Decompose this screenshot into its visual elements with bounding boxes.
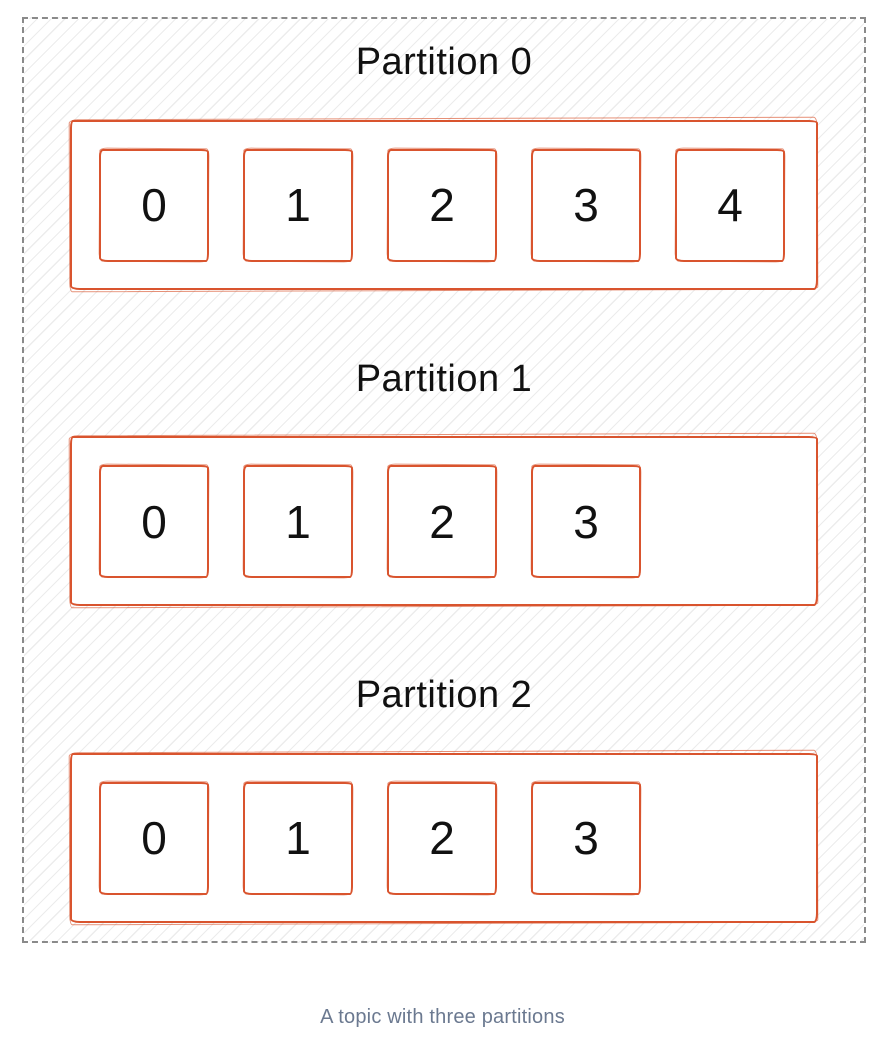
message-offset: 2 (429, 179, 455, 231)
partition-section: Partition 0 0 1 2 3 4 (70, 39, 818, 290)
message-box: 3 (531, 148, 641, 262)
message-offset: 0 (141, 812, 167, 864)
message-offset: 1 (285, 495, 311, 548)
message-offset: 4 (717, 179, 743, 231)
message-offset: 1 (285, 812, 311, 864)
partition-box: 0 1 2 3 4 (70, 119, 818, 290)
message-box: 0 (99, 781, 209, 895)
message-offset: 3 (573, 812, 599, 864)
partition-box: 0 1 2 3 (70, 752, 818, 923)
partition-title: Partition 2 (355, 674, 533, 716)
message-offset: 1 (285, 179, 311, 231)
message-offset: 2 (429, 812, 455, 864)
message-box: 1 (243, 465, 353, 578)
message-box: 2 (387, 148, 497, 262)
message-offset: 0 (141, 495, 167, 548)
message-box: 4 (675, 148, 785, 262)
message-box: 1 (243, 148, 353, 262)
message-offset: 2 (429, 495, 455, 548)
message-box: 2 (387, 781, 497, 895)
message-box: 3 (531, 465, 641, 578)
message-offset: 3 (573, 495, 599, 548)
diagram-caption: A topic with three partitions (320, 1006, 565, 1028)
message-box: 0 (99, 148, 209, 262)
partition-title: Partition 1 (355, 357, 533, 400)
message-box: 3 (531, 781, 641, 895)
partition-section: Partition 2 0 1 2 3 (70, 672, 818, 923)
message-offset: 3 (573, 179, 599, 231)
message-box: 0 (99, 465, 209, 578)
message-box: 2 (387, 465, 497, 578)
partition-section: Partition 1 0 1 2 3 (70, 356, 818, 606)
message-box: 1 (243, 781, 353, 895)
message-offset: 0 (141, 179, 167, 231)
topic-frame: Partition 0 0 1 2 3 4 Partition 1 0 1 2 3 Parti… (22, 17, 866, 943)
partition-title: Partition 0 (355, 41, 533, 83)
partition-box: 0 1 2 3 (70, 436, 818, 606)
